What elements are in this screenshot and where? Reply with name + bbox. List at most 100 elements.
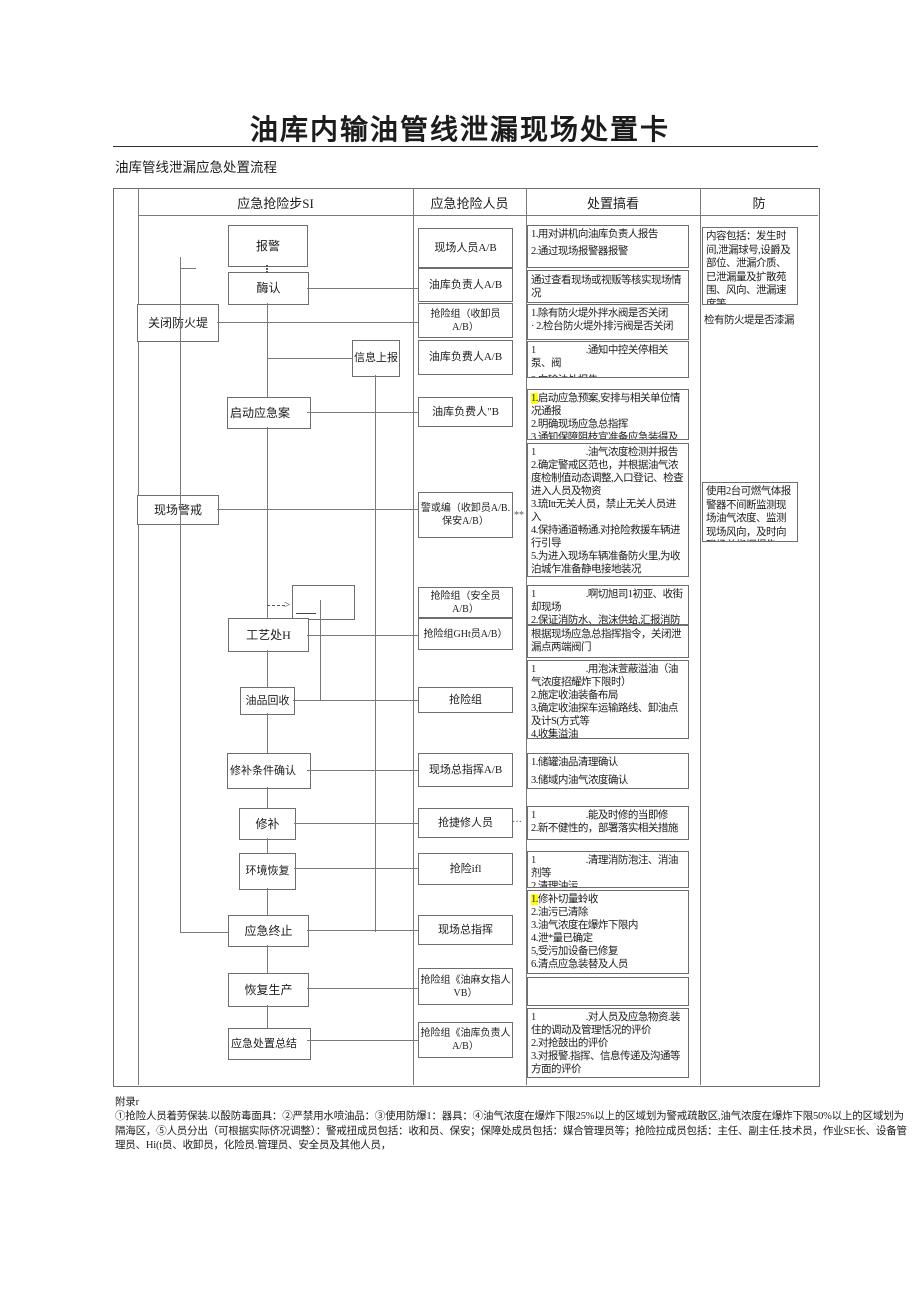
personnel-box-15: 抢险组《油库负责人A/B）: [418, 1022, 513, 1058]
measure-line: 2.对抢鼓出的评价: [531, 1038, 608, 1049]
personnel-label: 抢捷修人员: [438, 816, 493, 829]
step-label: 现场警戒: [153, 502, 202, 517]
measure-line: 3.对报警.指挥、信息传递及沟通等方面的评价: [531, 1051, 681, 1075]
footer-body: ①抢险人员着劳保装.以酘防毒面具：②严禁用水喷油品：③使用防爆1：器具：④油气浓…: [115, 1111, 907, 1151]
connector-line: [294, 868, 418, 869]
measure-line: 1.修补切量蛉收: [531, 893, 685, 906]
measure-line: 1.储罐油品清理确认: [531, 757, 618, 768]
step-box-resume-production: 恢复生产: [228, 973, 309, 1007]
connector-line: [267, 838, 268, 853]
connector-line: [267, 713, 268, 753]
personnel-box-3: 抢险组（收卸员A/B）: [418, 303, 513, 338]
measures-box-2: 通过查看现场或视贩等核实现场情况: [527, 270, 689, 303]
column-divider: [413, 188, 414, 1085]
connector-line: [307, 288, 418, 289]
measure-line: 1 .能及时修的当即修: [531, 810, 668, 821]
measures-box-14: [527, 977, 689, 1006]
column-header-steps: 应急抢险步SI: [237, 196, 314, 211]
step-box-repair: 修补: [239, 808, 296, 840]
personnel-label: 抢险组（安全员A/B）: [430, 590, 501, 615]
measures-box-10: 1.储罐油品清理确认 3.储域内油气浓度确认: [527, 753, 689, 789]
personnel-box-8: 抢险组GHt员A/B）: [418, 618, 513, 650]
measure-line: 5.为进入现场车辆准备防火里,为收泊城乍准备静电接地装况: [531, 551, 681, 575]
column-header-measures: 处置搞看: [586, 196, 639, 211]
measure-line: 1.用对讲机向油库负责人报告: [531, 229, 658, 240]
personnel-label: 抢险组《油麻女指人VB）: [420, 974, 511, 999]
measure-line: 4.泄*量已确定: [531, 933, 593, 944]
step-box-info-report: 信息上报: [352, 340, 400, 377]
personnel-label: 抢险组GHt员A/B）: [423, 628, 508, 640]
measure-line: 1 .啊切旭司1初亚、收街却现场: [531, 589, 683, 613]
step-box-alarm: 报警: [228, 225, 308, 267]
step-label: 报警: [255, 238, 280, 253]
connector-line: [307, 412, 418, 413]
measures-box-9: 1 .用泡沫萱蔽溢油（油气浓度招耀炸下限时） 2.施定收油装备布局 3,确定收油…: [527, 660, 689, 739]
personnel-label: 现场总指挥A/B: [428, 763, 503, 776]
measures-box-11: 1 .能及时修的当即修 2.新不健性的，部署落实相关措施: [527, 806, 689, 840]
measures-box-6: 1 .油气浓度检测并报告 2.确定警戒区范也，并根据油气浓度检制值动态调整,入口…: [527, 443, 689, 577]
column-header-prevention: 防: [752, 196, 766, 211]
personnel-label: 油库负费人"B: [432, 405, 499, 418]
personnel-box-5: 油库负费人"B: [418, 397, 513, 427]
step-label: 修补条件确认: [230, 764, 296, 777]
personnel-label: 油库负费人A/B: [428, 351, 503, 363]
measure-line: · 2.检台防火堤外排污阀是否关闭: [531, 321, 674, 332]
step-box-start-emergency-plan: 启动应急案: [227, 397, 311, 429]
table-frame: [113, 188, 820, 1087]
measure-line: 2.油污已清除: [531, 907, 588, 918]
connector-line: [180, 932, 228, 933]
measure-line: 2.清理油污: [531, 881, 578, 888]
step-box-emergency-end: 应急终止: [228, 915, 309, 947]
measure-line: 3.储域内油气浓度确认: [531, 775, 628, 786]
connector-line: [320, 600, 321, 700]
column-header-personnel: 应急抢险人员: [430, 196, 509, 211]
measures-box-13: 1.修补切量蛉收 2.油污已清除 3.油气浓度在爆炸下限内 4.泄*量已确定 5…: [527, 890, 689, 974]
highlight-marker: 1.: [531, 393, 538, 404]
personnel-box-11: 抢捷修人员: [418, 808, 513, 838]
measure-line: 2.保证消防水、泡沫供蛤,汇报消防水压力: [531, 615, 681, 625]
highlight-marker: 1.: [531, 894, 538, 905]
step-box-repair-condition-confirm: 修补条件确认: [227, 753, 311, 789]
step-box-oil-recovery: 油品回收: [240, 687, 295, 715]
step-label: 工艺处H: [246, 627, 291, 642]
page-title: 油库内输油管线泄漏现场处置卡: [249, 115, 670, 146]
step-label: 环境恢复: [245, 865, 290, 877]
measure-line: 3,确定收油探车运输路线、卸油点及计S(方式等: [531, 703, 678, 727]
measures-box-12: 1 .清理消防泡注、消油剂等 2.清理油污 3.增拦围油拦清洗、维护.姑如: [527, 851, 689, 888]
measures-box-4: 1 .通知中控关停相关泵、阀 2.向输油处报告: [527, 341, 689, 378]
personnel-box-4: 油库负费人A/B: [418, 340, 513, 375]
step-box-confirm: 酶认: [228, 272, 309, 305]
measure-line: 2.明确现场应急总指挥: [531, 419, 628, 430]
connector-line: [217, 509, 418, 510]
measures-box-8: 根据现场应急总指挥指令，关闭泄漏点两端阀门: [527, 625, 689, 658]
connector-line: [267, 427, 268, 618]
measure-line: 4.保持通道畅通.对抢险救援车辆进行引导: [531, 525, 681, 549]
connector-line: [307, 635, 418, 636]
step-box-process-disposal: 工艺处H: [228, 618, 309, 652]
personnel-label: 警或编（收卸员A/B.保安A/B）: [420, 503, 511, 527]
personnel-box-12: 抢险ifl: [418, 853, 513, 885]
footer-heading: 附录r: [115, 1097, 139, 1108]
measure-line: 5,受污加设备已修复: [531, 946, 618, 957]
personnel-label: 现场总指挥: [438, 923, 493, 936]
arrowhead-icon: >: [284, 599, 291, 611]
measure-text: 修补切量蛉收: [537, 894, 599, 905]
personnel-label: 抢险组: [449, 693, 482, 706]
step-label: 启动应急案: [230, 405, 291, 420]
connector-line: [307, 930, 418, 931]
dotted-connector: [266, 265, 268, 273]
measure-text: 启动应急预案,安排与相关单位情况通报: [531, 393, 681, 417]
connector-line: [267, 1005, 268, 1028]
step-label: 恢复生产: [244, 982, 293, 997]
step-label: 修补: [255, 816, 280, 831]
measures-box-1: 1.用对讲机向油库负责人报告 2.通过现场报警器报警: [527, 225, 689, 268]
measure-line: 通过查看现场或视贩等核实现场情况: [531, 274, 682, 299]
measure-line: 2.确定警戒区范也，并根据油气浓度检制值动态调整,入口登记、检查进入人员及物资: [531, 460, 684, 497]
connector-line: [307, 988, 418, 989]
connector-line: [293, 700, 418, 701]
personnel-box-6: 警或编（收卸员A/B.保安A/B）: [418, 492, 513, 538]
measures-box-15: 1 .对人员及应急物资.装住的调动及管理恬况的评价 2.对抢鼓出的评价 3.对报…: [527, 1008, 689, 1078]
prevention-text: 使用2台可燃气体报警器不间断监测现场油气浓度、监测现场风向，及时向现场总指挥报告: [706, 486, 791, 541]
personnel-label: 抢险组《油库负责人A/B）: [420, 1028, 511, 1052]
step-label: 关闭防火堤: [147, 315, 208, 330]
